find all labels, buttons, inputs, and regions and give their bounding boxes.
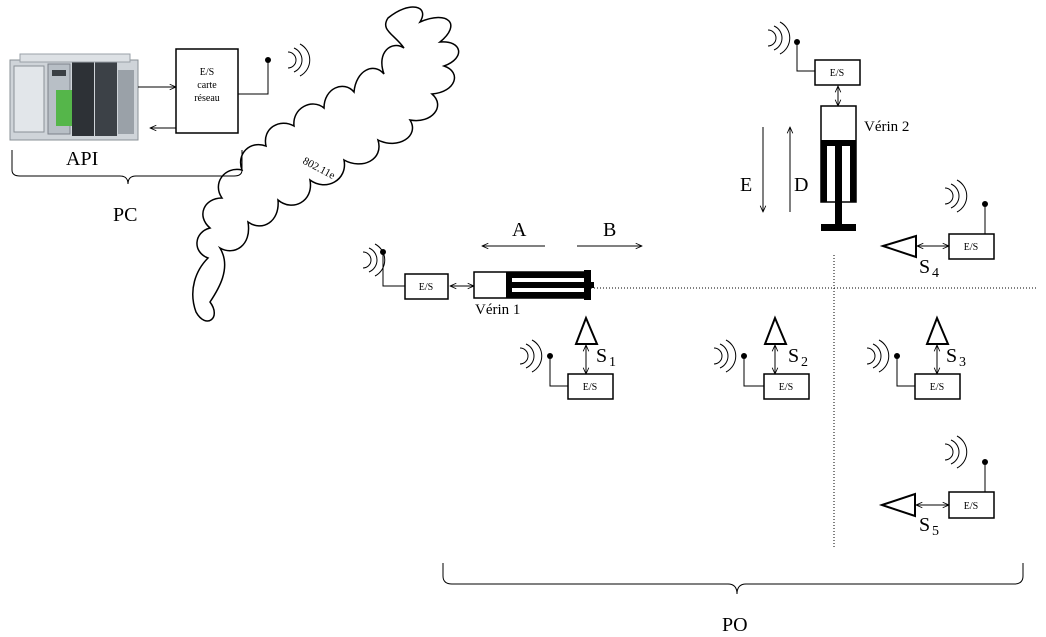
- svg-text:1: 1: [609, 355, 616, 370]
- svg-text:E/S: E/S: [964, 501, 978, 512]
- sensor-triangle-icon: [878, 492, 916, 518]
- svg-text:S: S: [596, 345, 607, 367]
- wireless-cloud: [192, 6, 460, 322]
- io-module-verin1: [404, 273, 449, 300]
- sensor-s3: E/S S 3: [866, 315, 966, 400]
- api-brace: [11, 150, 243, 185]
- antenna-icon: [982, 459, 988, 465]
- sensor-triangle-icon: [925, 315, 950, 345]
- svg-text:E/S: E/S: [583, 382, 597, 393]
- network-label: 802.11e: [301, 155, 337, 182]
- dir-a-label: A: [512, 219, 527, 241]
- wireless-waves-icon: [866, 339, 890, 373]
- antenna-icon: [265, 57, 271, 63]
- io-label: E/S: [830, 68, 844, 79]
- wireless-waves-icon: [767, 21, 791, 55]
- io-module-verin2: [814, 59, 861, 86]
- sensor-s1: E/S S 1: [519, 315, 616, 400]
- verin2-cylinder: [820, 105, 857, 231]
- svg-text:E/S: E/S: [964, 242, 978, 253]
- verin2-label: Vérin 2: [864, 119, 909, 135]
- pc-label: PC: [113, 204, 137, 226]
- svg-text:4: 4: [932, 266, 939, 281]
- sensor-triangle-icon: [879, 234, 917, 259]
- antenna-icon: [982, 201, 988, 207]
- svg-text:S: S: [919, 256, 930, 278]
- wireless-waves-icon: [944, 179, 968, 213]
- po-brace: [442, 563, 1024, 595]
- wireless-waves-icon: [519, 339, 543, 373]
- sensor-s5: E/S S 5: [878, 435, 995, 539]
- dir-e-label: E: [740, 174, 752, 196]
- antenna-icon: [894, 353, 900, 359]
- svg-text:5: 5: [932, 524, 939, 539]
- network-card-line3: réseau: [194, 93, 220, 104]
- svg-text:S: S: [919, 514, 930, 536]
- antenna-icon: [741, 353, 747, 359]
- network-card-line2: carte: [197, 80, 217, 91]
- sensor-triangle-icon: [763, 315, 788, 345]
- sensor-triangle-icon: [574, 315, 599, 345]
- antenna-icon: [794, 39, 800, 45]
- api-label: API: [66, 148, 98, 170]
- plc-image: [9, 53, 139, 141]
- verin1-label: Vérin 1: [475, 302, 520, 318]
- svg-text:E/S: E/S: [930, 382, 944, 393]
- verin1-cylinder: [473, 270, 594, 300]
- antenna-icon: [547, 353, 553, 359]
- wireless-waves-icon: [713, 339, 737, 373]
- network-card-box: [175, 48, 239, 134]
- dir-d-label: D: [794, 174, 808, 196]
- antenna-icon: [380, 249, 386, 255]
- po-label: PO: [722, 614, 748, 636]
- wireless-waves-icon: [362, 243, 386, 277]
- wireless-waves-icon: [944, 435, 968, 469]
- wireless-waves-icon: [287, 43, 311, 77]
- sensor-s2: E/S S 2: [713, 315, 810, 400]
- svg-text:3: 3: [959, 355, 966, 370]
- svg-text:2: 2: [801, 355, 808, 370]
- io-label: E/S: [419, 282, 433, 293]
- network-card-line1: E/S: [200, 67, 214, 78]
- sensor-s4: E/S S 4: [879, 179, 995, 281]
- dir-b-label: B: [603, 219, 616, 241]
- svg-text:S: S: [788, 345, 799, 367]
- svg-text:S: S: [946, 345, 957, 367]
- svg-text:E/S: E/S: [779, 382, 793, 393]
